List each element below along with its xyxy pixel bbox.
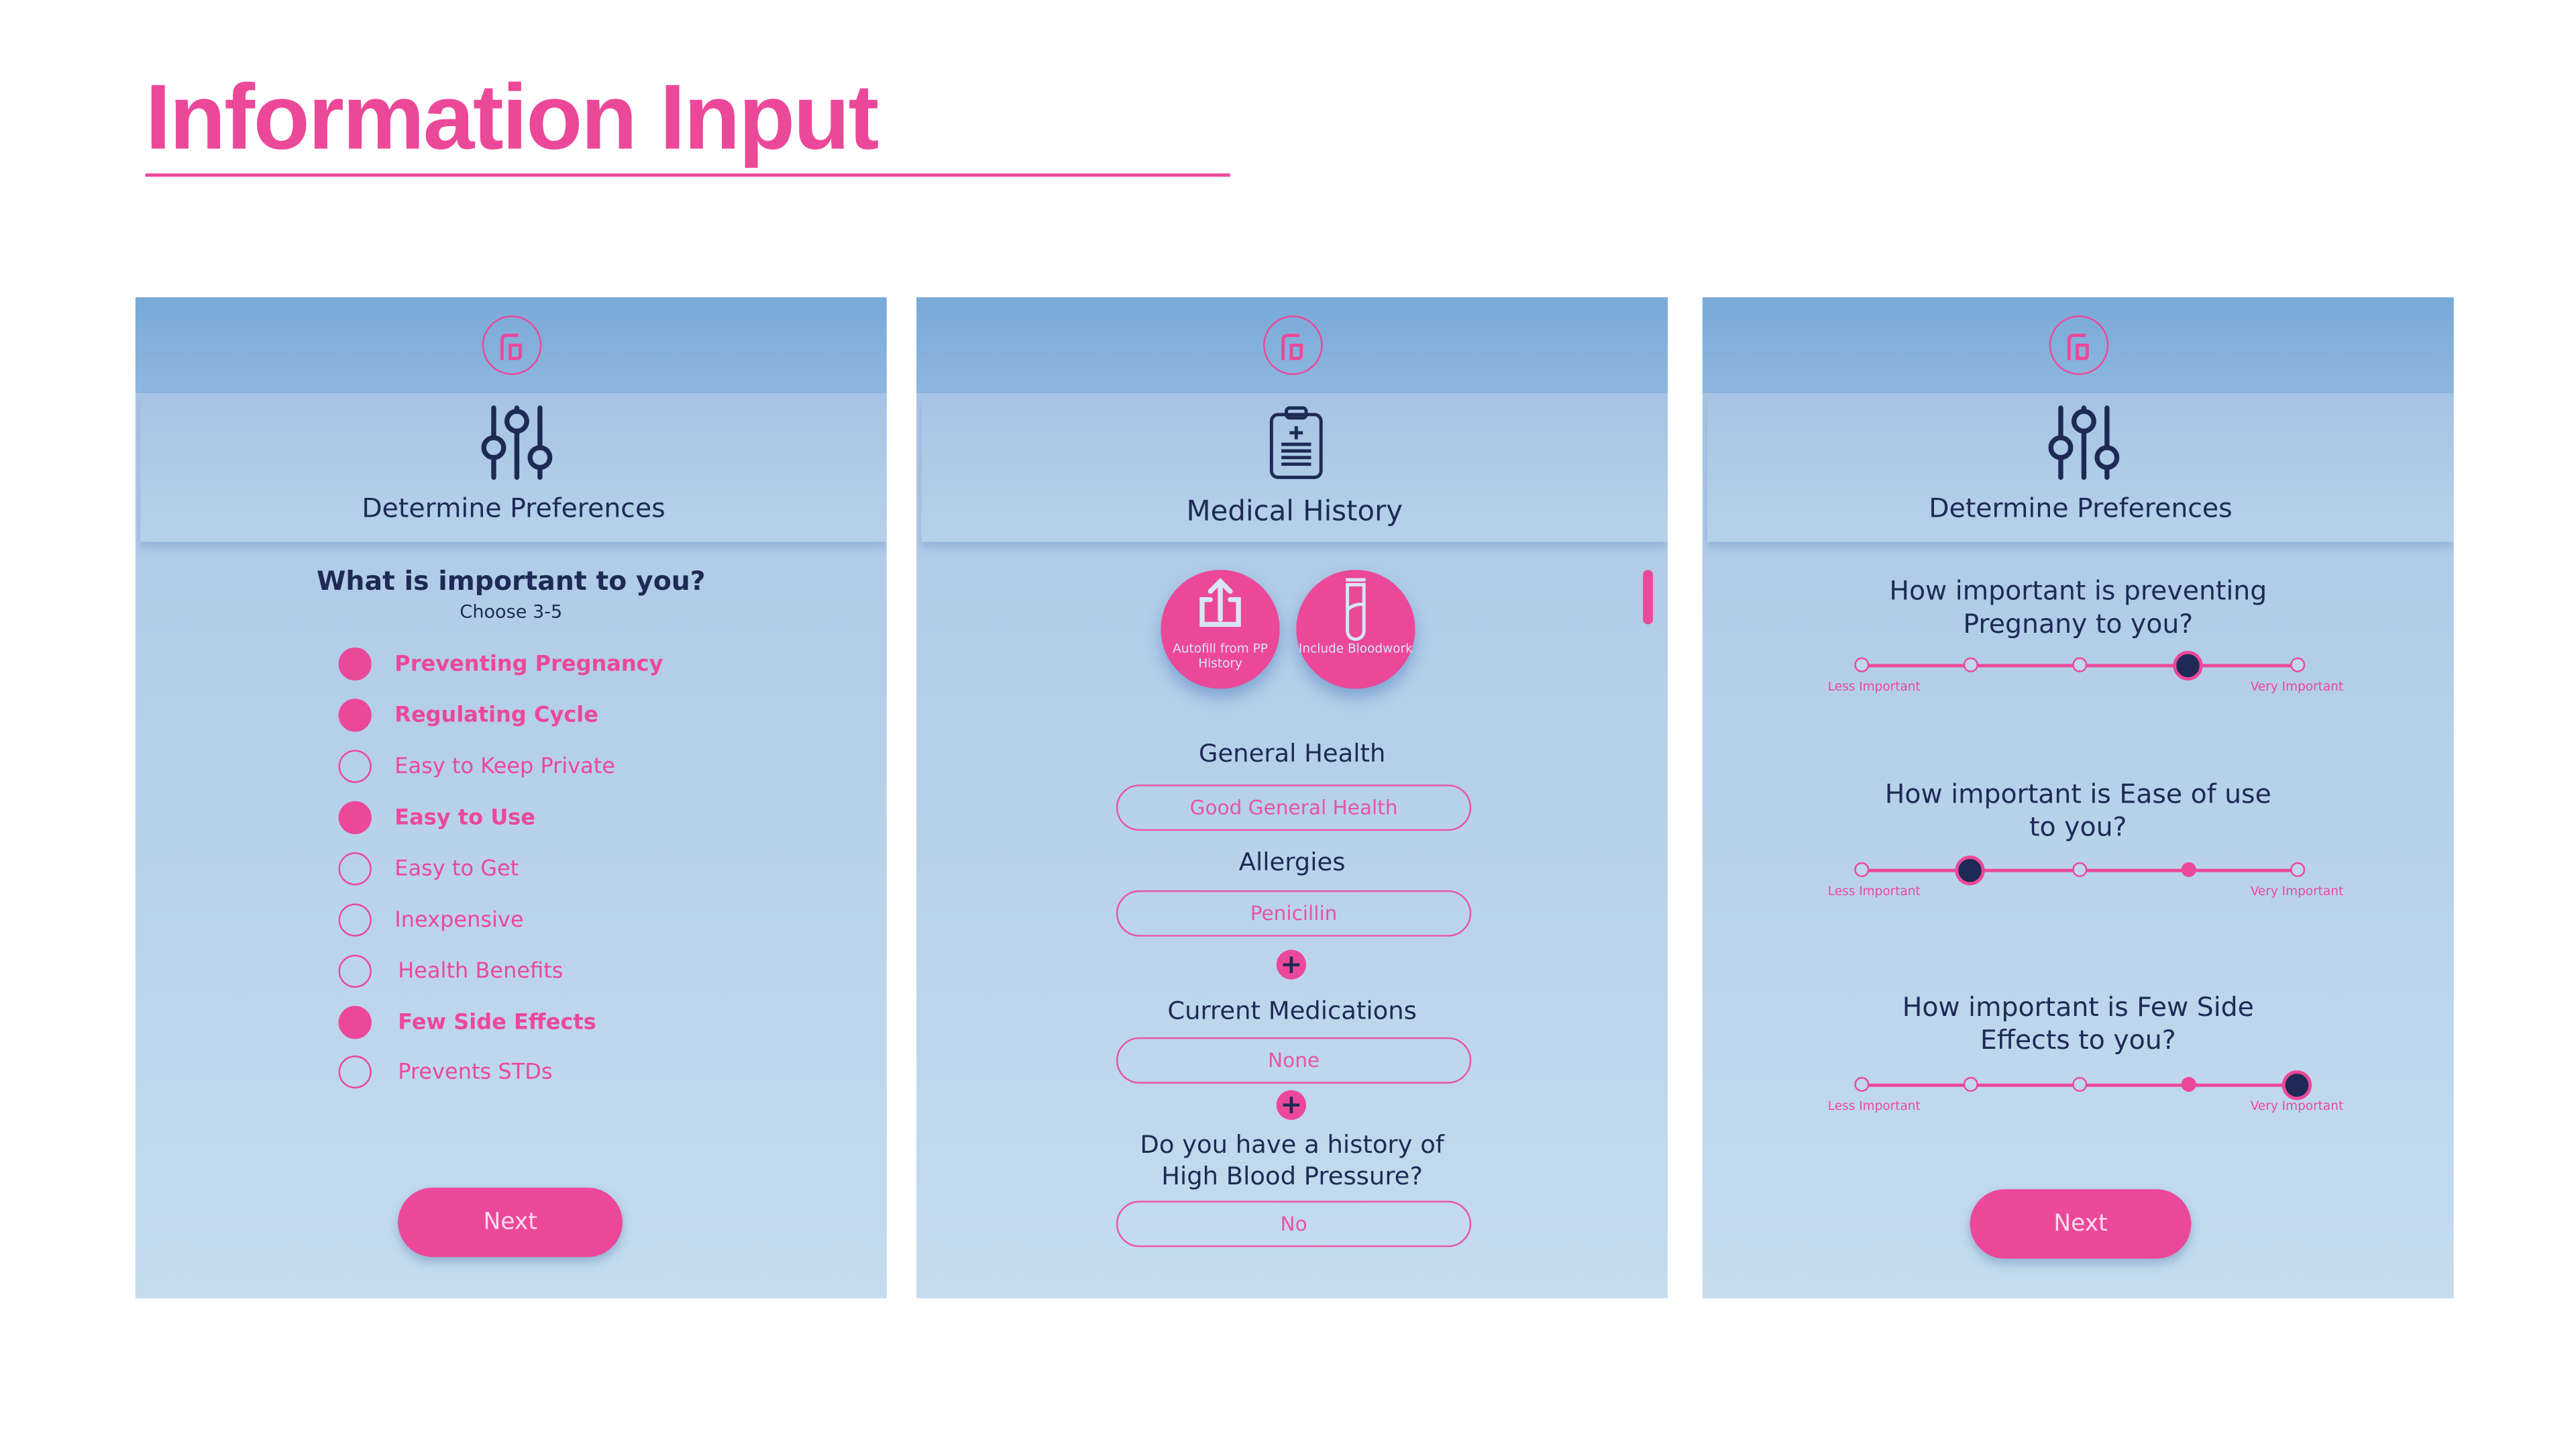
slider-stop[interactable] <box>2071 657 2087 672</box>
option-prevents-stds[interactable]: Prevents STDs <box>338 1055 553 1089</box>
general-health-label: General Health <box>1198 738 1386 768</box>
medications-field[interactable]: None <box>1116 1037 1472 1084</box>
medical-history-screen: Medical History Autofill from PP History… <box>916 297 1668 1298</box>
radio-circle-icon[interactable] <box>338 1055 372 1089</box>
less-important-label: Less Important <box>1827 1098 1921 1114</box>
next-button[interactable]: Next <box>398 1187 623 1258</box>
less-important-label: Less Important <box>1827 883 1921 899</box>
allergies-field[interactable]: Penicillin <box>1116 890 1472 937</box>
option-label: Prevents STDs <box>398 1060 553 1084</box>
top-bar <box>1702 297 2454 393</box>
option-label: Easy to Get <box>394 856 519 882</box>
autofill-label: Autofill from PP History <box>1173 641 1268 671</box>
slider-stop[interactable] <box>2071 862 2087 878</box>
option-health-benefits[interactable]: Health Benefits <box>338 954 564 988</box>
slider-stop[interactable] <box>1854 1076 1869 1092</box>
radio-circle-icon[interactable] <box>338 1006 372 1039</box>
preferences-screen: Determine Preferences What is important … <box>135 297 887 1298</box>
title-underline <box>145 173 1230 177</box>
option-label: Preventing Pregnancy <box>394 652 663 676</box>
bloodwork-label: Include Bloodwork <box>1298 641 1413 656</box>
planned-parenthood-logo-icon[interactable] <box>2048 315 2108 375</box>
question-heading: What is important to you? <box>316 564 706 597</box>
option-inexpensive[interactable]: Inexpensive <box>338 903 524 937</box>
less-important-label: Less Important <box>1827 678 1921 694</box>
importance-question: How important is Ease of use to you? <box>1884 778 2271 843</box>
top-bar <box>135 297 887 393</box>
option-regulating-cycle[interactable]: Regulating Cycle <box>338 699 598 732</box>
option-label: Health Benefits <box>398 958 564 984</box>
option-easy-to-use[interactable]: Easy to Use <box>338 801 535 835</box>
importance-slider[interactable] <box>1854 1069 2312 1102</box>
very-important-label: Very Important <box>2250 1098 2344 1114</box>
planned-parenthood-logo-icon[interactable] <box>1262 315 1322 375</box>
slider-handle[interactable] <box>2173 650 2203 681</box>
top-bar <box>916 297 1668 393</box>
option-preventing-pregnancy[interactable]: Preventing Pregnancy <box>338 647 663 681</box>
importance-question: How important is Few Side Effects to you… <box>1902 990 2254 1056</box>
importance-slider[interactable] <box>1854 649 2305 682</box>
planned-parenthood-logo-icon[interactable] <box>481 315 541 375</box>
blood-pressure-field[interactable]: No <box>1116 1200 1472 1247</box>
slider-stop[interactable] <box>1854 862 1869 878</box>
include-bloodwork-button[interactable]: Include Bloodwork <box>1296 570 1415 689</box>
radio-circle-icon[interactable] <box>338 699 372 732</box>
slider-stop[interactable] <box>2289 862 2305 878</box>
radio-circle-icon[interactable] <box>338 852 372 886</box>
slider-stop[interactable] <box>1962 1076 1978 1092</box>
sliders-icon <box>2048 405 2120 480</box>
slider-handle[interactable] <box>1955 856 1985 886</box>
header-card: Determine Preferences <box>1707 393 2454 542</box>
scrollbar-thumb[interactable] <box>1643 570 1653 625</box>
very-important-label: Very Important <box>2250 883 2344 899</box>
sliders-icon <box>481 405 553 480</box>
slider-stop[interactable] <box>2071 1076 2087 1092</box>
radio-circle-icon[interactable] <box>338 954 372 988</box>
slider-stop[interactable] <box>2180 862 2196 878</box>
header-title: Determine Preferences <box>1929 492 2233 524</box>
blood-pressure-label: Do you have a history of High Blood Pres… <box>1140 1129 1444 1191</box>
next-button[interactable]: Next <box>1970 1189 2192 1259</box>
page-title: Information Input <box>145 64 879 169</box>
slider-stop[interactable] <box>1962 657 1978 672</box>
header-card: Medical History <box>921 393 1668 542</box>
importance-screen: Determine Preferences How important is p… <box>1702 297 2454 1298</box>
share-upload-icon <box>1199 578 1241 627</box>
radio-circle-icon[interactable] <box>338 903 372 937</box>
allergies-label: Allergies <box>1238 847 1346 878</box>
very-important-label: Very Important <box>2250 678 2344 694</box>
option-easy-to-keep-private[interactable]: Easy to Keep Private <box>338 750 616 783</box>
slider-stop[interactable] <box>2289 657 2305 672</box>
option-label: Few Side Effects <box>398 1010 596 1035</box>
importance-slider[interactable] <box>1854 854 2305 887</box>
header-title: Medical History <box>1186 495 1403 529</box>
autofill-button[interactable]: Autofill from PP History <box>1161 570 1280 689</box>
question-hint: Choose 3-5 <box>460 601 563 623</box>
clipboard-icon <box>1269 406 1323 479</box>
slider-handle[interactable] <box>2282 1070 2312 1101</box>
option-label: Regulating Cycle <box>394 703 598 728</box>
header-title: Determine Preferences <box>362 492 665 524</box>
test-tube-icon <box>1346 578 1366 642</box>
option-label: Inexpensive <box>394 907 524 933</box>
radio-circle-icon[interactable] <box>338 750 372 783</box>
option-few-side-effects[interactable]: Few Side Effects <box>338 1006 596 1039</box>
radio-circle-icon[interactable] <box>338 801 372 835</box>
option-easy-to-get[interactable]: Easy to Get <box>338 852 519 886</box>
add-allergy-button[interactable]: + <box>1276 950 1307 980</box>
slider-stop[interactable] <box>2180 1076 2196 1092</box>
option-label: Easy to Keep Private <box>394 754 616 779</box>
header-card: Determine Preferences <box>140 393 887 542</box>
medications-label: Current Medications <box>1167 996 1417 1026</box>
option-label: Easy to Use <box>394 805 535 830</box>
add-medication-button[interactable]: + <box>1276 1090 1307 1120</box>
general-health-field[interactable]: Good General Health <box>1116 784 1472 831</box>
slider-stop[interactable] <box>1854 657 1869 672</box>
radio-circle-icon[interactable] <box>338 647 372 681</box>
importance-question: How important is preventing Pregnany to … <box>1889 574 2267 640</box>
